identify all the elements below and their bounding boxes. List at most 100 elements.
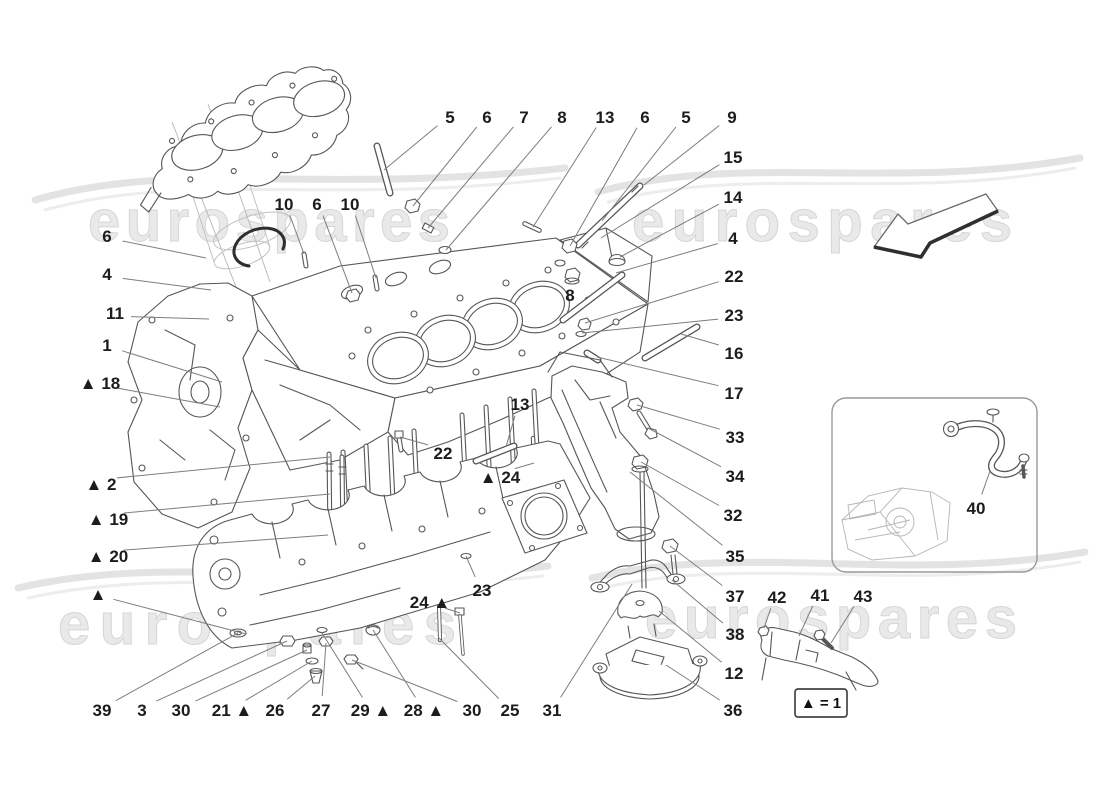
callout-24: ▲ 24 (480, 468, 521, 487)
leader-line (122, 277, 212, 291)
leader-lines (113, 125, 991, 702)
leader-line (195, 649, 308, 702)
cylinder-bores (367, 280, 570, 385)
callout-21: 21 ▲ (212, 701, 252, 720)
callout-35: 35 (726, 547, 745, 566)
callout-23: 23 (725, 306, 744, 325)
callout-6: 6 (102, 227, 111, 246)
direction-arrow-icon (873, 193, 999, 259)
leader-line (601, 126, 677, 222)
leader-line (115, 387, 221, 408)
leader-line (665, 664, 720, 701)
callout-27: 27 (312, 701, 331, 720)
watermark-swoosh (606, 166, 1077, 204)
leader-line (658, 610, 723, 663)
leader-line (116, 456, 331, 479)
leader-line (156, 640, 288, 702)
leader-line (445, 126, 552, 251)
leader-line (763, 608, 772, 629)
callout-10: 10 (341, 195, 360, 214)
callout-37: 37 (726, 587, 745, 606)
callout-18: ▲ 18 (80, 374, 120, 393)
callout-31: 31 (543, 701, 562, 720)
breather-hose (942, 408, 1030, 479)
callout-29: 29 ▲ (351, 701, 391, 720)
watermark-text: eurospares (645, 586, 1017, 651)
leader-line (619, 203, 720, 258)
leader-line (643, 125, 720, 186)
leader-line (123, 493, 331, 514)
leader-line (981, 470, 991, 495)
leader-line (245, 660, 313, 701)
engine-mount-assembly (590, 397, 708, 700)
leader-line (569, 127, 638, 247)
callout-23: 23 (473, 581, 492, 600)
head-gasket (139, 66, 352, 213)
callout-33: 33 (726, 428, 745, 447)
callout-30: 30 (463, 701, 482, 720)
liner-seal-ring (232, 226, 286, 268)
lower-crankcase (192, 440, 591, 649)
engine-support-bracket (547, 351, 660, 542)
callout-13: 13 (511, 395, 530, 414)
callout-15: 15 (724, 148, 743, 167)
callout-36: 36 (724, 701, 743, 720)
heat-shield-bracket (757, 625, 879, 691)
leader-line (514, 462, 535, 470)
callout-16: 16 (725, 344, 744, 363)
callout-6: 6 (640, 108, 649, 127)
leader-line (438, 637, 500, 699)
leader-line (115, 632, 239, 702)
leader-line (671, 579, 724, 624)
callout-8: 8 (565, 286, 574, 305)
leader-line (636, 404, 720, 430)
leader-line (130, 316, 210, 320)
leader-line (372, 629, 416, 698)
callout-4: 4 (102, 265, 112, 284)
callout-: ▲ (90, 585, 107, 604)
callout-25: 25 (501, 701, 520, 720)
leader-line (584, 281, 719, 324)
callout-17: 17 (725, 384, 744, 403)
leader-line (615, 243, 718, 274)
callout-5: 5 (681, 108, 690, 127)
detail-inset (831, 397, 1038, 573)
leader-line (465, 555, 476, 578)
callout-22: 22 (434, 444, 453, 463)
callout-5: 5 (445, 108, 454, 127)
callout-8: 8 (557, 108, 566, 127)
leader-line (427, 126, 514, 229)
callout-24: 24 ▲ (410, 593, 450, 612)
callout-19: ▲ 19 (88, 510, 128, 529)
callout-9: 9 (727, 108, 736, 127)
leader-line (322, 215, 353, 294)
callout-40: 40 (967, 499, 986, 518)
callout-14: 14 (724, 188, 743, 207)
leader-line (798, 605, 814, 637)
gearbox-ghost (841, 487, 951, 561)
leader-line (289, 215, 305, 255)
leader-line (444, 607, 461, 614)
leader-line (321, 632, 363, 698)
leader-line (647, 427, 722, 468)
leader-line (669, 545, 723, 586)
callout-12: 12 (725, 664, 744, 683)
callout-4: 4 (728, 229, 738, 248)
leader-line (123, 534, 329, 551)
callout-3: 3 (137, 701, 146, 720)
callout-1: 1 (102, 336, 111, 355)
leader-line (399, 436, 429, 446)
leader-line (383, 125, 438, 171)
callout-32: 32 (724, 506, 743, 525)
leader-line (286, 675, 316, 700)
leader-line (113, 598, 247, 635)
callout-6: 6 (482, 108, 491, 127)
legend-box: ▲ = 1 (794, 688, 848, 718)
leader-line (581, 318, 719, 334)
leader-line (560, 583, 633, 698)
leader-line (596, 356, 719, 387)
callout-22: 22 (725, 267, 744, 286)
